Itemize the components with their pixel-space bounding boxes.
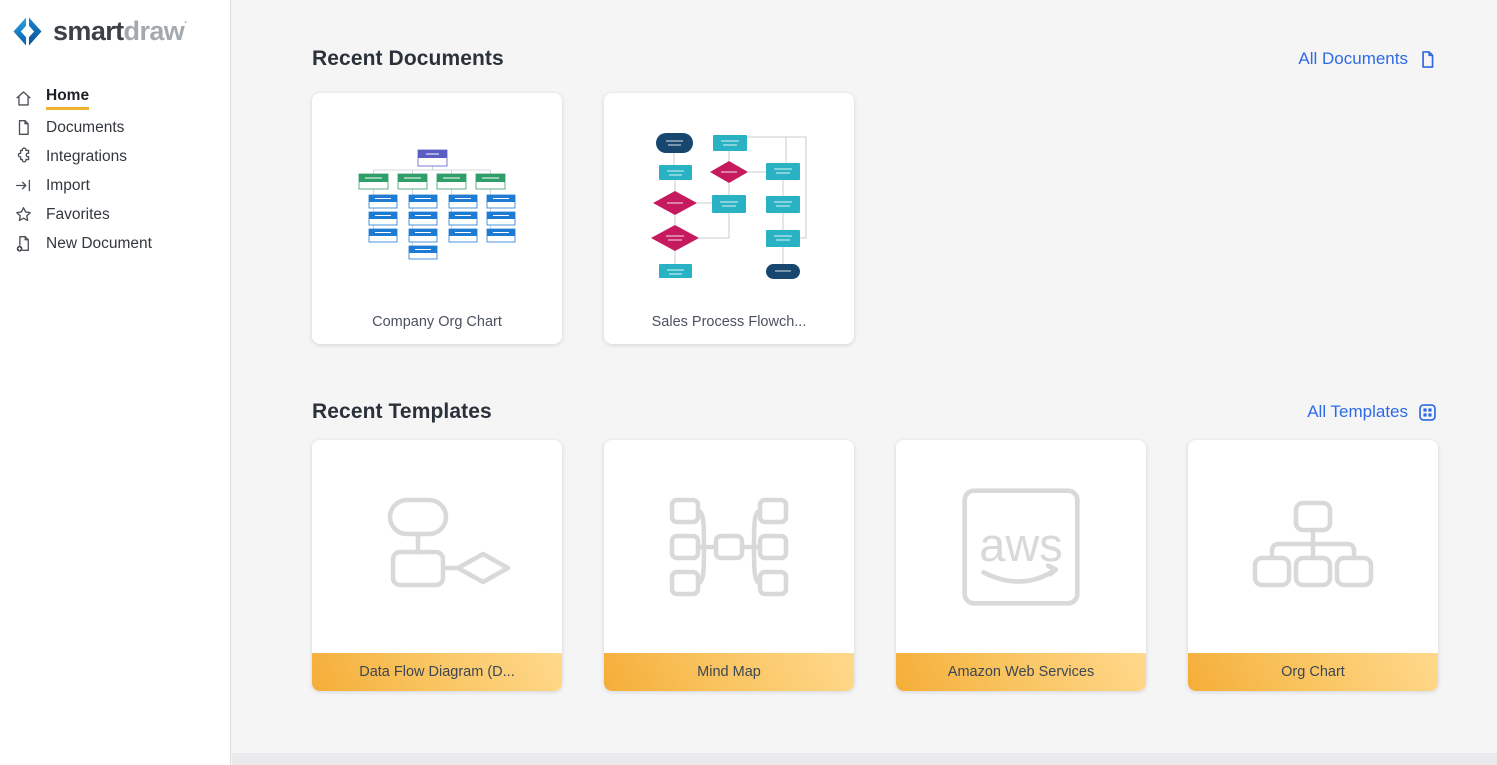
sidebar-nav: Home Documents Integrations	[0, 84, 230, 258]
document-card-sales-process-flowchart[interactable]: Sales Process Flowch...	[604, 93, 854, 344]
mind-map-template-icon	[669, 497, 789, 596]
app-title: smartdraw·	[53, 16, 188, 46]
template-card-data-flow-diagram[interactable]: Data Flow Diagram (D...	[312, 440, 562, 691]
document-icon	[1422, 50, 1434, 68]
grid-icon	[1419, 403, 1436, 421]
app-logo[interactable]: smartdraw·	[0, 0, 230, 46]
star-icon	[14, 205, 33, 224]
template-card-amazon-web-services[interactable]: aws Amazon Web Services	[896, 440, 1146, 691]
template-card-mind-map[interactable]: Mind Map	[604, 440, 854, 691]
document-card-title: Company Org Chart	[372, 314, 502, 330]
document-icon	[14, 118, 33, 137]
new-document-icon	[14, 234, 33, 253]
import-arrow-icon	[14, 176, 33, 195]
org-chart-template-icon	[1252, 500, 1374, 588]
template-card-org-chart[interactable]: Org Chart	[1188, 440, 1438, 691]
flowchart-thumbnail	[651, 133, 807, 279]
recent-documents-title: Recent Documents	[312, 47, 504, 70]
document-card-title: Sales Process Flowch...	[651, 314, 807, 330]
horizontal-scrollbar[interactable]	[232, 753, 1497, 765]
template-card-title: Data Flow Diagram (D...	[312, 653, 562, 691]
sidebar-item-favorites[interactable]: Favorites	[0, 200, 230, 229]
smartdraw-logo-icon	[13, 17, 42, 46]
home-icon	[14, 89, 33, 108]
template-card-title: Org Chart	[1188, 653, 1438, 691]
org-chart-thumbnail	[358, 149, 516, 260]
all-documents-link[interactable]: All Documents	[1298, 49, 1438, 70]
template-card-title: Mind Map	[604, 653, 854, 691]
sidebar-item-documents[interactable]: Documents	[0, 113, 230, 142]
aws-template-icon: aws	[962, 487, 1080, 606]
document-card-company-org-chart[interactable]: Company Org Chart	[312, 93, 562, 344]
sidebar-item-integrations[interactable]: Integrations	[0, 142, 230, 171]
template-card-title: Amazon Web Services	[896, 653, 1146, 691]
sidebar: smartdraw· Home Documents	[0, 0, 231, 765]
data-flow-template-icon	[387, 497, 511, 587]
sidebar-item-home[interactable]: Home	[0, 84, 230, 113]
recent-templates-title: Recent Templates	[312, 400, 492, 423]
all-templates-link[interactable]: All Templates	[1307, 402, 1438, 423]
sidebar-item-import[interactable]: Import	[0, 171, 230, 200]
main-content: Recent Documents All Documents	[231, 0, 1497, 691]
puzzle-icon	[14, 147, 33, 166]
svg-text:aws: aws	[979, 519, 1062, 571]
sidebar-item-new-document[interactable]: New Document	[0, 229, 230, 258]
